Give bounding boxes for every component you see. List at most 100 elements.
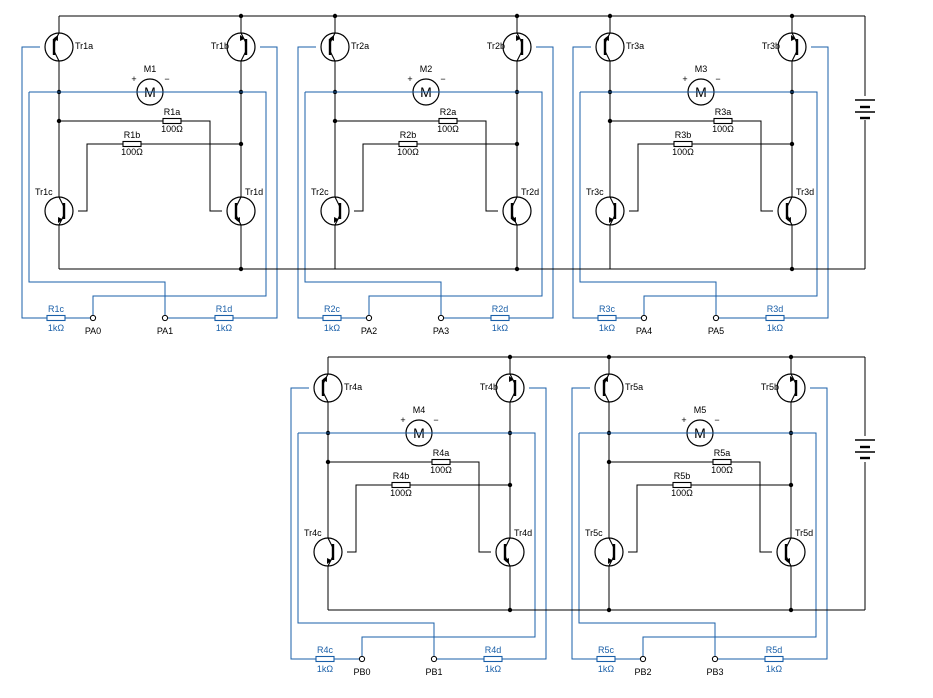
emitter-arrow	[235, 217, 240, 223]
transistor-Tr3d	[777, 196, 807, 226]
emitter-arrow	[504, 558, 509, 564]
resistor-value: 100Ω	[121, 147, 143, 157]
resistor-label: R4c	[317, 645, 334, 655]
port-PA5[interactable]	[712, 314, 720, 322]
resistor-R4b	[391, 481, 411, 489]
resistor-R4c	[315, 655, 335, 663]
port-PA4[interactable]	[640, 314, 648, 322]
motor-plus: +	[407, 74, 412, 84]
resistor-R2c	[322, 314, 342, 322]
port-PA3[interactable]	[437, 314, 445, 322]
port-label: PA1	[157, 326, 173, 336]
port-label: PA4	[636, 326, 652, 336]
transistor-Tr4a	[313, 373, 343, 403]
motor-plus: +	[681, 415, 686, 425]
emitter-arrow	[58, 217, 63, 223]
resistor-value: 100Ω	[437, 124, 459, 134]
port-PB2[interactable]	[639, 655, 647, 663]
resistor-value: 100Ω	[672, 147, 694, 157]
transistor-Tr4b	[495, 373, 525, 403]
resistor-R1b	[122, 140, 142, 148]
transistor-label: Tr1d	[245, 187, 263, 197]
transistor-label: Tr1a	[75, 41, 93, 51]
resistor-R1c	[46, 314, 66, 322]
transistor-label: Tr3c	[586, 187, 604, 197]
transistor-label: Tr4c	[304, 528, 322, 538]
resistor-value: 1kΩ	[485, 664, 502, 674]
resistor-R3c	[597, 314, 617, 322]
transistor-Tr4d	[495, 537, 525, 567]
port-PA0[interactable]	[89, 314, 97, 322]
transistor-Tr3a	[595, 32, 625, 62]
junction-dot	[606, 354, 612, 360]
resistor-R1d	[214, 314, 234, 322]
port-label: PA2	[361, 326, 377, 336]
transistor-label: Tr3b	[762, 41, 780, 51]
resistor-label: R2d	[492, 304, 509, 314]
transistor-label: Tr5a	[625, 382, 643, 392]
port-label: PB3	[706, 667, 723, 677]
resistor-label: R5d	[766, 645, 783, 655]
resistor-label: R3d	[767, 304, 784, 314]
resistor-label: R2b	[400, 130, 417, 140]
resistor-value: 100Ω	[397, 147, 419, 157]
resistor-value: 1kΩ	[599, 323, 616, 333]
emitter-arrow	[608, 558, 613, 564]
resistor-value: 1kΩ	[48, 323, 65, 333]
transistor-Tr1b	[226, 32, 256, 62]
motor-minus: −	[715, 74, 720, 84]
transistor-Tr4c	[313, 537, 343, 567]
junction-dot	[606, 607, 612, 613]
resistor-R3d	[765, 314, 785, 322]
motor-minus: −	[433, 415, 438, 425]
resistor-label: R5c	[598, 645, 615, 655]
resistor-label: R5b	[674, 471, 691, 481]
resistor-R4d	[483, 655, 503, 663]
transistor-label: Tr4b	[480, 382, 498, 392]
emitter-arrow	[509, 376, 514, 382]
port-PB1[interactable]	[430, 655, 438, 663]
transistor-label: Tr1c	[35, 187, 53, 197]
transistor-Tr1a	[44, 32, 74, 62]
motor-label: M4	[413, 405, 426, 415]
transistor-label: Tr2a	[351, 41, 369, 51]
transistor-label: Tr2d	[521, 187, 539, 197]
resistor-label: R3b	[675, 130, 692, 140]
port-PA2[interactable]	[365, 314, 373, 322]
resistor-value: 1kΩ	[767, 323, 784, 333]
resistor-R2b	[398, 140, 418, 148]
emitter-arrow	[786, 217, 791, 223]
transistor-Tr1c	[44, 196, 74, 226]
port-label: PB2	[634, 667, 651, 677]
port-PB3[interactable]	[711, 655, 719, 663]
resistor-label: R2c	[324, 304, 341, 314]
transistor-label: Tr2c	[311, 187, 329, 197]
emitter-arrow	[511, 217, 516, 223]
transistor-Tr5a	[594, 373, 624, 403]
resistor-value: 1kΩ	[324, 323, 341, 333]
resistor-R5b	[672, 481, 692, 489]
resistor-R3b	[673, 140, 693, 148]
resistor-label: R1d	[216, 304, 233, 314]
resistor-label: R3c	[599, 304, 616, 314]
port-PB0[interactable]	[358, 655, 366, 663]
motor-plus: +	[400, 415, 405, 425]
emitter-arrow	[790, 376, 795, 382]
emitter-arrow	[327, 558, 332, 564]
resistor-value: 1kΩ	[216, 323, 233, 333]
resistor-label: R1c	[48, 304, 65, 314]
transistor-Tr5d	[776, 537, 806, 567]
resistor-value: 1kΩ	[317, 664, 334, 674]
emitter-arrow	[322, 376, 327, 382]
motor-plus: +	[682, 74, 687, 84]
resistor-R1a	[162, 117, 182, 125]
resistor-value: 1kΩ	[766, 664, 783, 674]
emitter-arrow	[603, 376, 608, 382]
resistor-value: 1kΩ	[598, 664, 615, 674]
transistor-Tr1d	[226, 196, 256, 226]
port-PA1[interactable]	[161, 314, 169, 322]
transistor-label: Tr5d	[795, 528, 813, 538]
